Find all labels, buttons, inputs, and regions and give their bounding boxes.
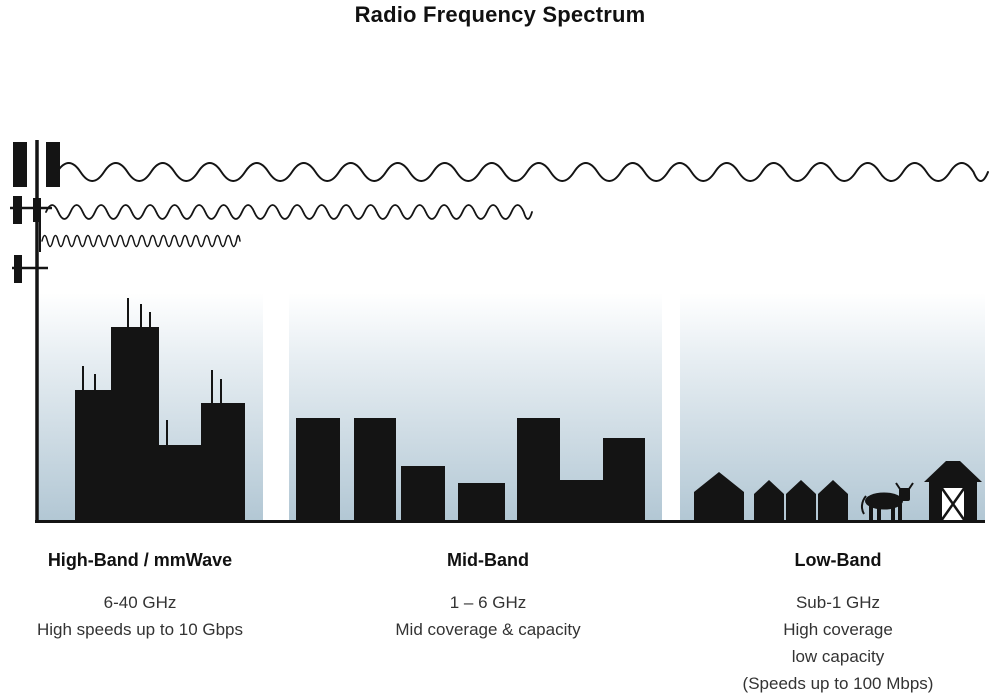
band-name: Mid-Band (447, 550, 529, 570)
house-icon (818, 480, 848, 521)
midband-skyline-icon (296, 418, 645, 521)
band-description: low capacity (791, 647, 885, 666)
barn-icon (924, 461, 982, 522)
band-label-lowband: Low-Band Sub-1 GHz High coverage low cap… (688, 549, 988, 697)
lowband-rural-icon (694, 461, 982, 522)
band-label-midband: Mid-Band 1 – 6 GHz Mid coverage & capaci… (338, 549, 638, 643)
mid-frequency-wave-icon (45, 204, 533, 220)
high-frequency-wave-icon (41, 234, 241, 248)
cow-icon (860, 482, 914, 520)
cell-tower-icon (10, 140, 60, 521)
house-icon (694, 472, 744, 521)
band-frequency: Sub-1 GHz (795, 593, 881, 612)
house-icon (754, 480, 784, 521)
band-description: Mid coverage & capacity (395, 620, 581, 639)
band-description: High speeds up to 10 Gbps (36, 620, 244, 639)
band-name: High-Band / mmWave (47, 550, 233, 570)
band-frequency: 6-40 GHz (103, 593, 177, 612)
house-icon (786, 480, 816, 521)
band-label-highband: High-Band / mmWave 6-40 GHz High speeds … (20, 549, 260, 643)
low-frequency-wave-icon (56, 162, 989, 182)
band-frequency: 1 – 6 GHz (449, 593, 527, 612)
band-description: (Speeds up to 100 Mbps) (742, 674, 934, 693)
figure-title: Radio Frequency Spectrum (354, 2, 646, 27)
highband-skyline-icon (75, 298, 245, 521)
band-name: Low-Band (794, 550, 882, 570)
band-description: High coverage (783, 620, 893, 639)
